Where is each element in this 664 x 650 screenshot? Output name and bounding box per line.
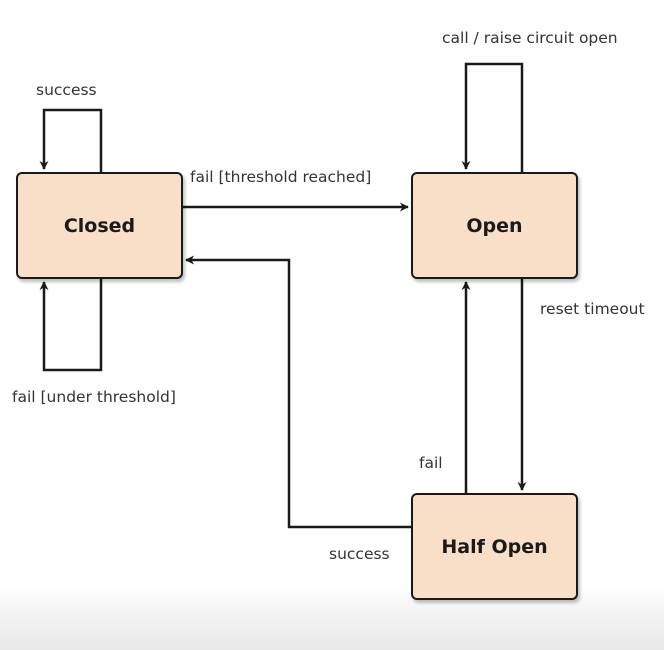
state-half-open-label: Half Open [441,535,548,558]
state-half-open: Half Open [411,493,578,600]
transition-label-open-self: call / raise circuit open [442,29,618,47]
transition-label-half-open-to-closed: success [329,545,390,563]
transition-label-half-open-to-open: fail [419,454,443,472]
state-closed: Closed [16,172,183,279]
arrow-open-self [461,62,524,172]
state-open: Open [411,172,578,279]
transition-label-open-to-half-open: reset timeout [540,300,645,318]
state-open-label: Open [466,214,523,237]
transition-label-closed-to-open: fail [threshold reached] [190,168,372,186]
transition-label-closed-self-success: success [36,81,97,99]
arrow-closed-self-fail [39,279,103,372]
arrow-half-open-to-closed [185,255,411,529]
transition-label-closed-self-fail: fail [under threshold] [12,388,176,406]
state-closed-label: Closed [63,214,136,237]
arrow-closed-self-success [39,108,103,172]
